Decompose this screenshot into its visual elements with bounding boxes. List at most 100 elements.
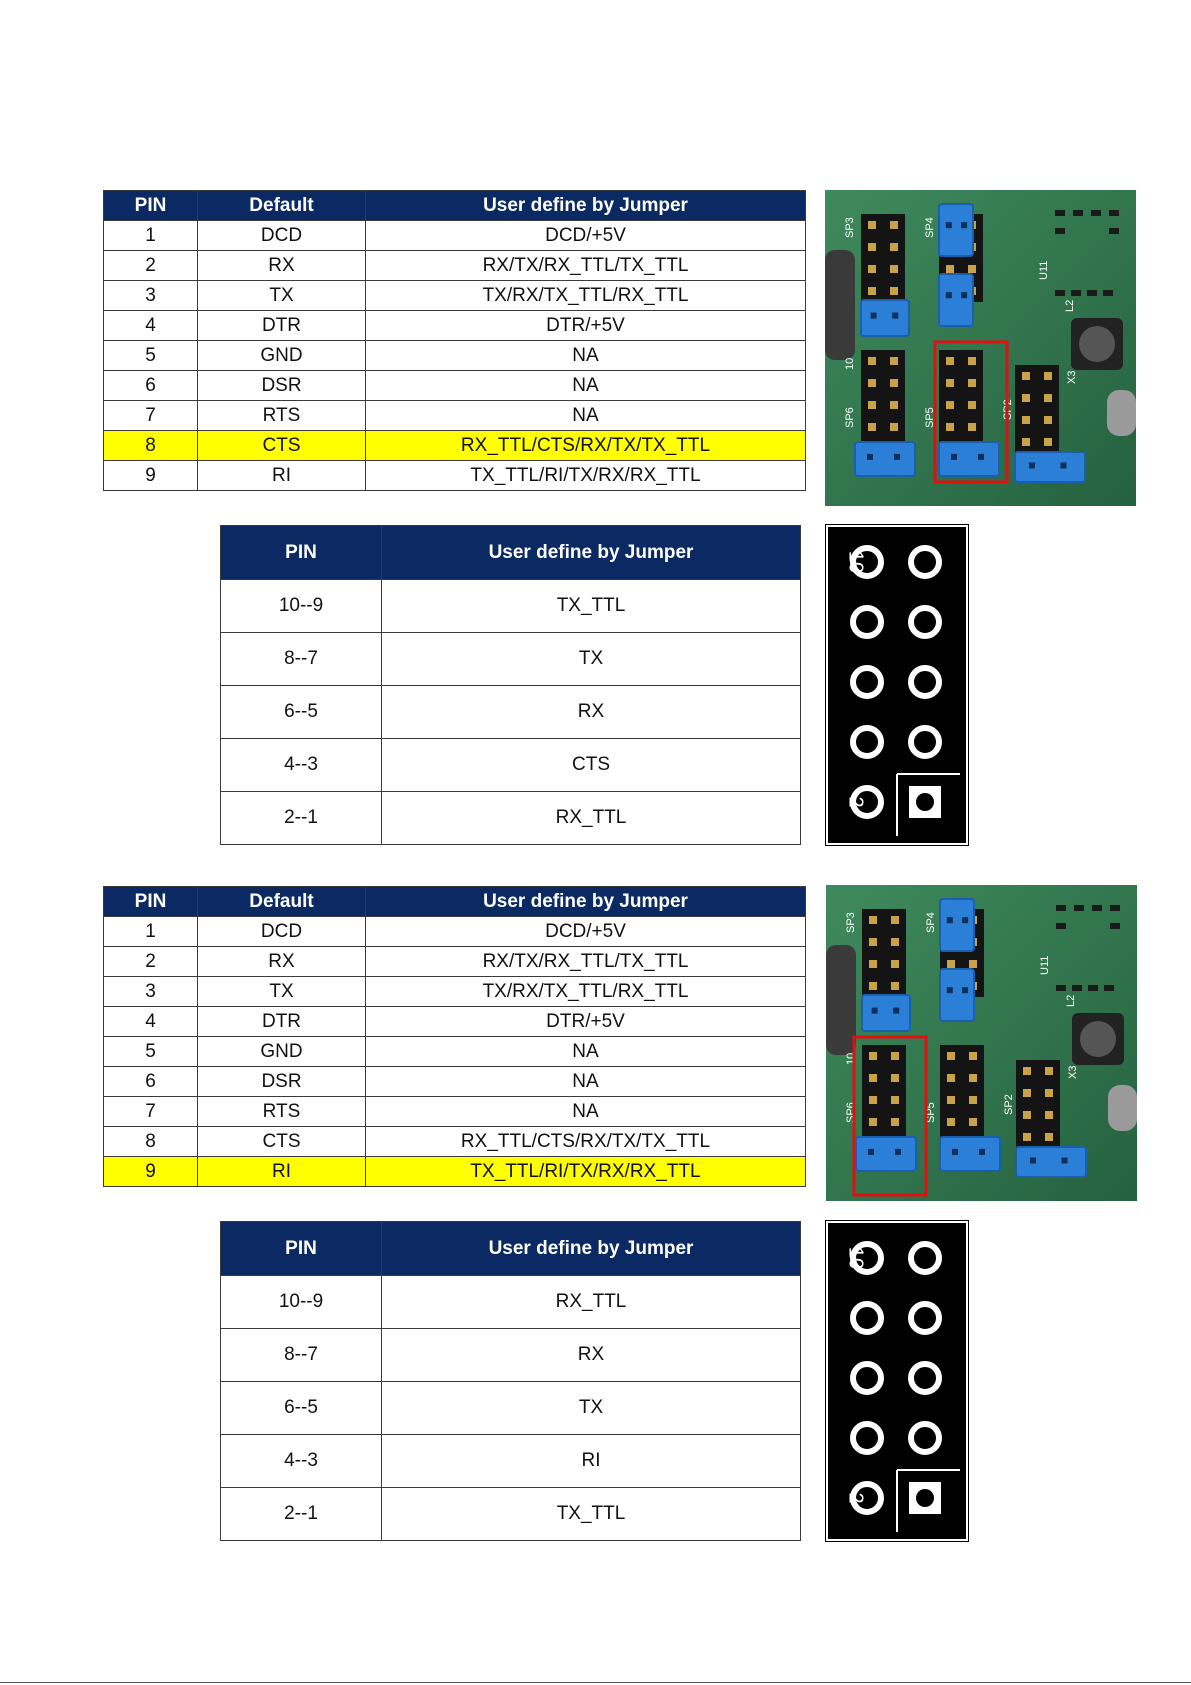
pin-cell: 8 — [103, 1126, 198, 1157]
user-define-cell: RX_TTL/CTS/RX/TX/TX_TTL — [365, 430, 806, 461]
header-pin — [891, 916, 899, 924]
smd-part — [1056, 923, 1066, 929]
pin-cell: 3 — [103, 280, 198, 311]
pin-pair-cell: 2--1 — [220, 791, 382, 845]
silkscreen-label: SP2 — [1003, 1094, 1015, 1115]
header-pin — [968, 401, 976, 409]
silkscreen-label: L2 — [1065, 995, 1077, 1007]
jumper-hole — [870, 312, 877, 319]
jumper-cap — [939, 968, 975, 1022]
pin-cell: 7 — [103, 1096, 198, 1127]
pin-hole — [850, 1361, 884, 1395]
header-pin — [869, 1118, 877, 1126]
header-pin — [1022, 438, 1030, 446]
pin-hole — [908, 665, 942, 699]
pin-cell: 2 — [103, 946, 198, 977]
default-cell: DCD — [197, 220, 366, 251]
default-cell: RTS — [197, 400, 366, 431]
jumper-cap — [939, 1136, 1001, 1172]
jumper-cap — [938, 273, 974, 327]
jumper-hole — [946, 987, 953, 994]
pin-cell: 5 — [103, 1036, 198, 1067]
jumper-cap — [938, 203, 974, 257]
user-define-cell: NA — [365, 400, 806, 431]
header-pin — [947, 1096, 955, 1104]
header-pin — [891, 1074, 899, 1082]
default-cell: DCD — [197, 916, 366, 947]
header-pin — [868, 401, 876, 409]
pin-header — [862, 909, 906, 997]
header-pin — [1022, 372, 1030, 380]
pinout-svg: 102 — [825, 524, 969, 846]
default-cell: RI — [197, 1156, 366, 1187]
silkscreen-label: 10 — [844, 358, 856, 370]
header-pin — [890, 379, 898, 387]
capacitor — [826, 945, 856, 1055]
user-define-cell: DCD/+5V — [365, 916, 806, 947]
col-header-default: Default — [197, 886, 366, 917]
pinout-svg: 102 — [825, 1220, 969, 1542]
pinout-border — [826, 1221, 968, 1541]
jumper-hole — [867, 453, 873, 460]
pin-hole — [850, 545, 884, 579]
col-header-pin: PIN — [220, 525, 382, 580]
smd-part — [1074, 905, 1084, 911]
header-pin — [891, 960, 899, 968]
header-pin — [969, 1052, 977, 1060]
pin-pair-cell: 4--3 — [220, 1434, 382, 1488]
user-define-cell: TX/RX/TX_TTL/RX_TTL — [365, 280, 806, 311]
default-cell: RX — [197, 250, 366, 281]
default-cell: GND — [197, 1036, 366, 1067]
signal-cell: TX_TTL — [381, 1487, 801, 1541]
smd-part — [1091, 210, 1101, 216]
pin-cell: 7 — [103, 400, 198, 431]
pin-cell: 3 — [103, 976, 198, 1007]
pin-label-top: 10 — [845, 1247, 867, 1269]
header-pin — [890, 287, 898, 295]
pin-cell: 9 — [103, 1156, 198, 1187]
pin-label-top: 10 — [845, 551, 867, 573]
pin-cell: 5 — [103, 340, 198, 371]
header-pin — [1044, 394, 1052, 402]
jumper-hole — [1029, 462, 1035, 469]
pin-hole — [908, 1421, 942, 1455]
col-header-default: Default — [197, 190, 366, 221]
header-pin — [969, 1118, 977, 1126]
header-pin — [1023, 1133, 1031, 1141]
user-define-cell: DTR/+5V — [365, 310, 806, 341]
header-pin — [947, 960, 955, 968]
header-pin — [869, 982, 877, 990]
pin-hole — [850, 725, 884, 759]
pin-cell: 1 — [103, 220, 198, 251]
col-header-user-define: User define by Jumper — [365, 190, 806, 221]
smd-part — [1055, 228, 1065, 234]
smd-part — [1087, 290, 1097, 296]
default-cell: RI — [197, 460, 366, 491]
header-pin — [947, 1074, 955, 1082]
header-pin — [869, 916, 877, 924]
jumper-hole — [952, 1148, 958, 1155]
header-pin — [968, 265, 976, 273]
smd-part — [1055, 210, 1065, 216]
smd-part — [1072, 985, 1082, 991]
jumper-hole — [868, 1148, 874, 1155]
smd-part — [1055, 290, 1065, 296]
header-pin — [1045, 1067, 1053, 1075]
header-pin — [869, 1074, 877, 1082]
header-pin — [890, 423, 898, 431]
smd-part — [1088, 985, 1098, 991]
pin-cell: 6 — [103, 370, 198, 401]
pin-pair-cell: 2--1 — [220, 1487, 382, 1541]
jumper-hole — [871, 1007, 878, 1014]
pin-hole — [908, 1241, 942, 1275]
signal-cell: RX_TTL — [381, 791, 801, 845]
